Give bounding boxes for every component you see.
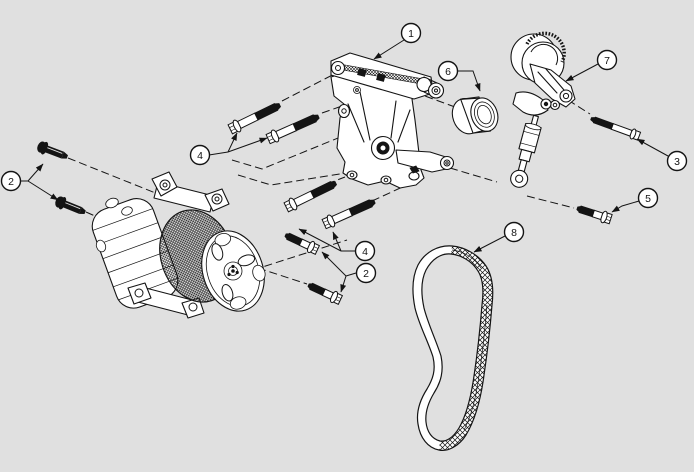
socket-bolt <box>52 193 89 219</box>
compressor-port <box>121 206 133 216</box>
callout-number: 6 <box>445 66 451 78</box>
bracket-stud <box>409 165 420 174</box>
callout-balloon-8: 8 <box>503 221 525 243</box>
strut-bolt <box>574 201 614 226</box>
serpentine-belt-illustration <box>412 245 494 451</box>
callout-leader <box>636 138 669 157</box>
axis-line <box>257 267 308 285</box>
axis-line <box>231 135 344 170</box>
callout-number: 2 <box>8 176 14 188</box>
callout-leader <box>373 39 405 60</box>
axis-line <box>526 195 575 209</box>
callout-leader <box>457 70 481 92</box>
belt-ribs <box>439 246 493 451</box>
callout-number: 4 <box>362 246 368 258</box>
callout-number: 2 <box>363 268 369 280</box>
belt-tensioner-illustration <box>510 31 576 188</box>
callout-leader <box>27 163 44 182</box>
callout-leader <box>321 251 347 277</box>
callout-balloon-4-lower: 4 <box>354 240 376 262</box>
callout-balloon-2-lower: 2 <box>355 262 377 284</box>
callout-number: 8 <box>511 227 517 239</box>
hex-flange-bolt <box>321 195 378 231</box>
hex-flange-bolt <box>265 110 322 146</box>
callout-balloon-3: 3 <box>666 150 688 172</box>
callout-balloon-6: 6 <box>437 60 459 82</box>
callout-number: 7 <box>604 55 610 67</box>
axis-line <box>67 157 159 195</box>
callout-leader <box>298 228 342 252</box>
callout-balloon-1: 1 <box>400 22 422 44</box>
callout-balloon-4-upper: 4 <box>189 144 211 166</box>
idler-pulley-illustration <box>451 96 499 135</box>
axis-line <box>449 167 498 183</box>
hex-flange-bolt <box>282 176 340 214</box>
hex-flange-bolt <box>226 98 284 136</box>
bracket-foot <box>408 171 420 181</box>
axis-line <box>371 183 410 202</box>
callout-number: 1 <box>408 28 414 40</box>
mounting-bracket-illustration <box>330 52 455 189</box>
callout-leader <box>611 200 640 213</box>
callout-leader <box>565 63 599 82</box>
ac-compressor-illustration <box>91 171 266 319</box>
callout-balloon-2-left: 2 <box>0 170 22 192</box>
callout-number: 3 <box>674 156 680 168</box>
socket-bolt <box>34 138 71 164</box>
compressor-port <box>105 197 119 209</box>
callout-number: 5 <box>645 193 651 205</box>
axis-line <box>252 239 348 271</box>
axis-line <box>237 171 353 186</box>
callout-leader <box>27 180 59 201</box>
callout-balloon-5: 5 <box>637 187 659 209</box>
callout-leader <box>208 151 229 156</box>
callout-balloons: 1 2 2 3 4 4 5 6 <box>0 22 688 284</box>
callout-leader <box>345 272 357 277</box>
callout-leader <box>340 275 347 293</box>
hex-flange-bolt <box>282 229 321 256</box>
tensioner-strut <box>510 114 542 188</box>
callout-leader <box>227 132 238 153</box>
tensioner-mount <box>512 91 549 116</box>
callout-leader <box>473 235 506 253</box>
hex-flange-bolt <box>305 279 344 306</box>
compressor-port <box>95 239 107 253</box>
callout-leader <box>332 231 342 252</box>
callout-leaders <box>19 39 669 293</box>
tensioner-pivot-bolt <box>588 113 642 142</box>
callout-number: 4 <box>197 150 203 162</box>
callout-balloon-7: 7 <box>596 49 618 71</box>
callout-leader <box>227 137 268 153</box>
